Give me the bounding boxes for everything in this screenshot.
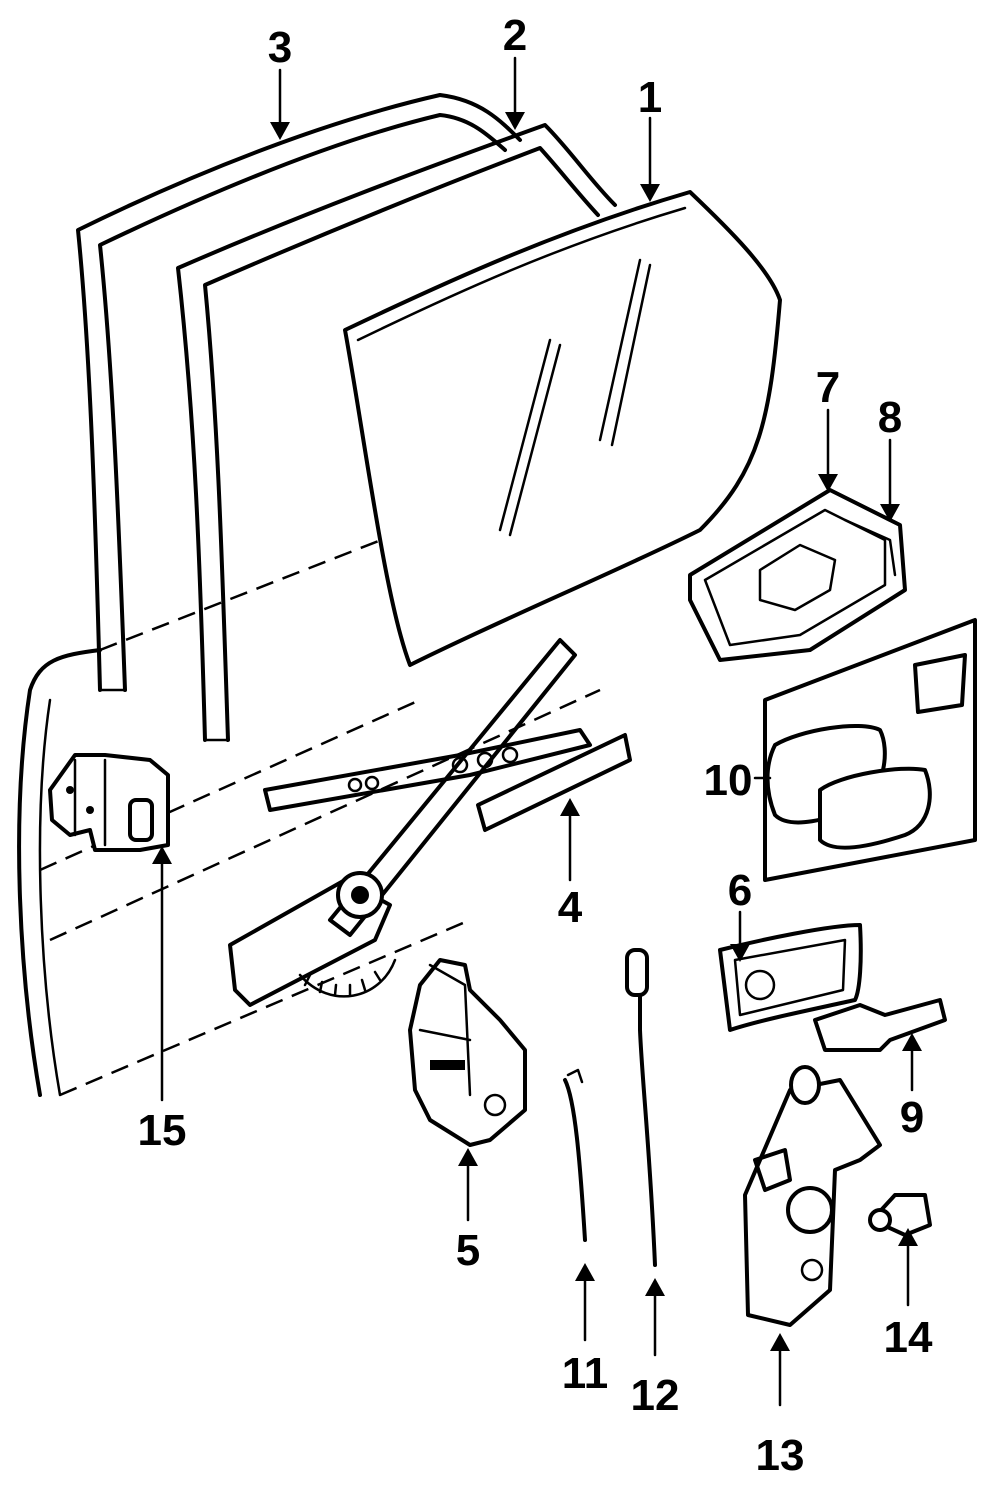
part-7-outside-handle bbox=[688, 488, 907, 662]
callout-5: 5 bbox=[456, 1226, 480, 1275]
part-6-handle-bezel bbox=[718, 923, 863, 1032]
callout-6: 6 bbox=[728, 866, 752, 915]
part-3-run-channel bbox=[76, 93, 522, 692]
part-11-lock-rod bbox=[563, 1068, 587, 1242]
callout-11: 11 bbox=[562, 1349, 609, 1398]
callout-4: 4 bbox=[558, 883, 583, 932]
callout-labels: 3 2 1 7 8 10 4 6 15 9 5 14 11 12 13 bbox=[138, 11, 933, 1480]
part-8-handle-gasket bbox=[843, 518, 897, 577]
part-10-inside-handle-box bbox=[763, 618, 977, 882]
part-15-door-hinge bbox=[48, 753, 170, 852]
part-14-striker bbox=[868, 1193, 932, 1237]
callout-13: 13 bbox=[756, 1431, 805, 1480]
part-5-regulator-motor bbox=[408, 958, 527, 1147]
part-13-door-lock bbox=[743, 1065, 882, 1327]
callout-15: 15 bbox=[138, 1106, 187, 1155]
part-4-window-regulator bbox=[228, 638, 632, 1007]
leader-lines bbox=[152, 56, 922, 1407]
callout-10: 10 bbox=[704, 756, 753, 805]
door-shell bbox=[17, 468, 601, 1097]
callout-2: 2 bbox=[503, 11, 527, 60]
callout-3: 3 bbox=[268, 23, 292, 72]
callout-1: 1 bbox=[638, 73, 662, 122]
callout-14: 14 bbox=[884, 1313, 933, 1362]
callout-9: 9 bbox=[900, 1093, 924, 1142]
callout-12: 12 bbox=[631, 1371, 680, 1420]
part-1-door-glass bbox=[343, 190, 782, 667]
part-9-inside-handle bbox=[813, 998, 947, 1052]
callout-8: 8 bbox=[878, 393, 902, 442]
part-12-lock-knob-rod bbox=[625, 948, 657, 1267]
callout-7: 7 bbox=[816, 363, 840, 412]
part-2-run-channel bbox=[176, 123, 617, 742]
